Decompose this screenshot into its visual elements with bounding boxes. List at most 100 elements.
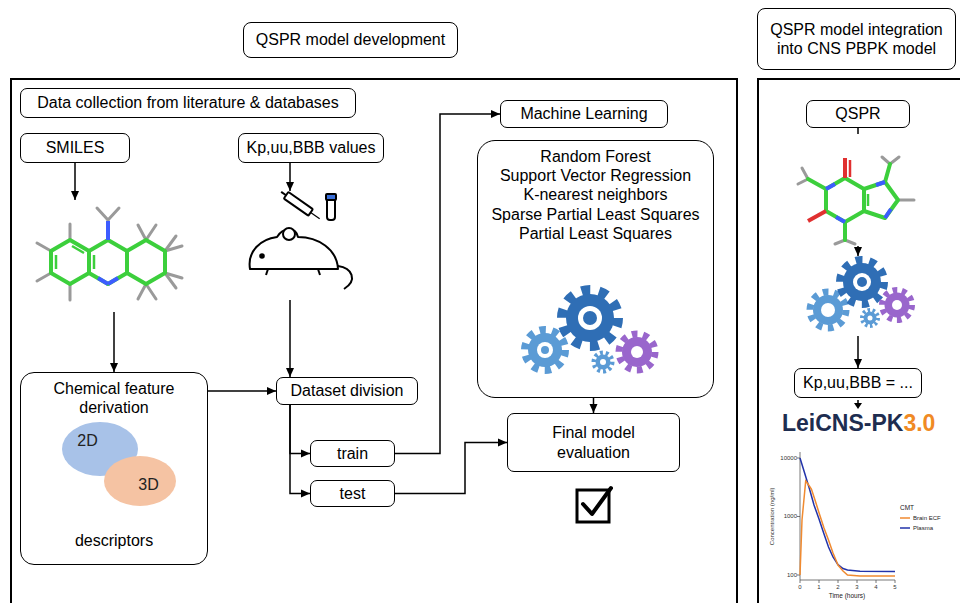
connector-line [289, 300, 291, 377]
molecule-illustration-part-part [55, 255, 58, 269]
mouse-illustration-part [266, 269, 268, 275]
mouse-illustration-part-part [311, 212, 320, 218]
caffeine-illustration-part-part [826, 178, 864, 222]
caffeine-illustration-part-part [808, 179, 826, 189]
connector-line [289, 163, 291, 191]
node-text: Final model evaluation [516, 423, 671, 461]
node-text: Kp,uu,BBB = ... [803, 373, 913, 392]
molecule-illustration-part-part [138, 225, 146, 240]
process-box: train [310, 440, 395, 467]
molecule-illustration-part [51, 240, 165, 284]
axis-label: Concentration (ng/ml) [769, 487, 776, 545]
gears-illustration-part [600, 359, 606, 365]
caffeine-illustration-part [843, 158, 847, 178]
node-text: 3D [138, 475, 158, 494]
process-box: Final model evaluation [507, 413, 680, 472]
gears-illustration-part [864, 312, 877, 325]
molecule-illustration-part-part [146, 284, 156, 299]
molecule-illustration-part-part [165, 273, 176, 288]
axis-label: 4 [874, 584, 877, 591]
gears-illustration-part [622, 337, 652, 367]
node-text: QSPR [835, 104, 880, 123]
panel: QSPR model developmentData collection fr… [10, 78, 738, 603]
molecule-illustration-part [106, 221, 110, 240]
pk-chart-part-part [800, 580, 801, 583]
panel-heading: QSPR model development [243, 22, 458, 58]
molecule-illustration-part [56, 246, 94, 269]
mouse-illustration-part [327, 198, 335, 220]
molecule-illustration-part-part [93, 255, 96, 269]
gears-illustration-part [882, 290, 912, 320]
connector-line [857, 128, 859, 134]
method-name: Support Vector Regression [500, 166, 691, 185]
gears-illustration-part [813, 295, 843, 325]
connector-line [290, 405, 310, 494]
molecule-illustration-part-part [72, 246, 84, 253]
gears-illustration-part [596, 355, 611, 370]
ellipse-fill [104, 456, 176, 506]
connector [395, 443, 507, 494]
caffeine-illustration-part-part [885, 164, 890, 182]
method-name: K-nearest neighbors [523, 185, 667, 204]
caffeine-illustration-part [867, 194, 870, 206]
pk-chart [797, 452, 910, 583]
mouse-illustration-part-part [281, 192, 286, 195]
gears-illustration-part [566, 294, 614, 342]
connector-line [857, 246, 859, 256]
gears-illustration-part [578, 306, 602, 330]
gears-illustration-part [631, 346, 643, 358]
node-text: Machine Learning [520, 104, 647, 123]
process-box: Machine Learning [500, 100, 668, 128]
axis-label: 10000 [780, 455, 797, 462]
logo-arrow-part [854, 403, 862, 409]
caffeine-illustration-part-part [864, 182, 898, 218]
gears-illustration [810, 260, 912, 328]
logo-arrow [854, 400, 862, 409]
gears-illustration-part [885, 293, 910, 318]
mouse-illustration-part [283, 228, 295, 240]
mouse-illustration-part [260, 254, 264, 258]
molecule-illustration-part-part [69, 284, 72, 300]
node-text: Data collection from literature & databa… [37, 93, 338, 112]
molecule-illustration-part-part [127, 240, 165, 284]
pk-chart-part-part [819, 580, 820, 583]
connector-line [857, 336, 859, 368]
mouse-illustration-part [279, 189, 322, 223]
input-box: Kp,uu,BBB values [238, 133, 385, 163]
node-text: train [337, 444, 368, 463]
node-text: Kp,uu,BBB values [247, 138, 376, 157]
gears-illustration-part [853, 273, 871, 291]
axis-label: Time (hours) [829, 592, 866, 599]
label-box: Data collection from literature & databa… [20, 88, 356, 118]
gears-illustration-part [821, 303, 835, 317]
pk-chart-part [800, 481, 895, 576]
pk-chart-part [900, 527, 910, 529]
caffeine-illustration-part [849, 160, 852, 177]
molecule-illustration [37, 208, 182, 300]
connector-line [208, 390, 276, 392]
molecule-illustration-part-part [138, 284, 146, 299]
gears-illustration-part [840, 260, 884, 304]
pk-chart-part-part [857, 580, 858, 583]
process-box: Dataset division [276, 377, 418, 405]
method-name: Partial Least Squares [519, 224, 672, 243]
gears-illustration-part [562, 290, 618, 346]
axis-label: 100 [787, 572, 797, 579]
caffeine-illustration-part [836, 217, 845, 222]
pk-chart-part [900, 517, 910, 519]
connector [208, 391, 276, 392]
connector-line [290, 405, 310, 454]
gears-illustration-part [528, 333, 562, 367]
molecule-illustration-part-part [146, 225, 156, 240]
mouse-illustration-part [318, 269, 320, 275]
mouse-illustration-part [326, 194, 336, 200]
molecule-illustration-part-part [37, 243, 51, 251]
molecule-illustration-part-part [89, 240, 127, 284]
connector [75, 163, 114, 372]
caffeine-illustration-part [826, 184, 835, 189]
connector-line [74, 163, 76, 200]
mouse-illustration-part-part [284, 192, 313, 216]
connector [290, 405, 310, 494]
gears-illustration-part [619, 334, 655, 370]
method-box: Random ForestSupport Vector RegressionK-… [477, 140, 714, 398]
